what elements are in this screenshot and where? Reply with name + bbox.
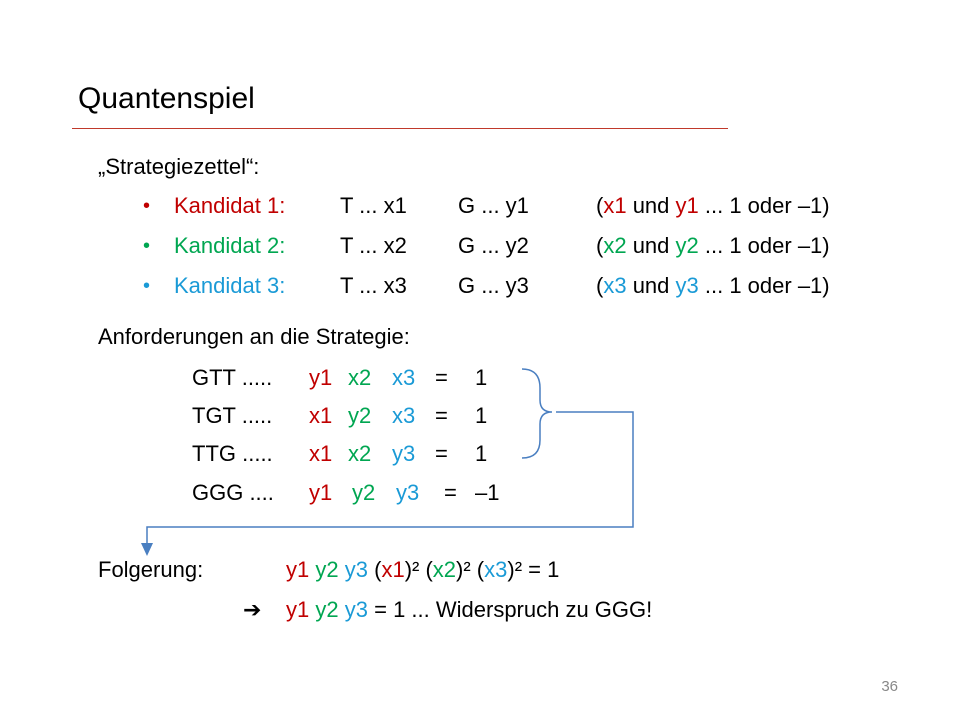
req-2-code: TGT ..... bbox=[192, 403, 273, 428]
req-2-eq: = bbox=[435, 403, 448, 428]
req-4-a: y1 bbox=[309, 480, 333, 505]
candidate-2-g: G ... y2 bbox=[458, 233, 529, 258]
req-3-code: TTG ..... bbox=[192, 441, 273, 466]
req-3-val: 1 bbox=[475, 441, 488, 466]
bullet-1: • bbox=[143, 195, 151, 217]
candidate-2-note: (x2 und y2 ... 1 oder –1) bbox=[596, 233, 830, 258]
req-1-code: GTT ..... bbox=[192, 365, 273, 390]
title-underline bbox=[72, 128, 728, 129]
candidate-1-t: T ... x1 bbox=[340, 193, 407, 218]
req-1-c: x3 bbox=[392, 365, 416, 390]
req-2-c: x3 bbox=[392, 403, 416, 428]
candidate-2-label: Kandidat 2: bbox=[174, 233, 286, 258]
candidate-2-t: T ... x2 bbox=[340, 233, 407, 258]
conclusion-line-2: y1 y2 y3 = 1 ... Widerspruch zu GGG! bbox=[286, 597, 653, 622]
req-1-val: 1 bbox=[475, 365, 488, 390]
req-2-val: 1 bbox=[475, 403, 488, 428]
req-3-c: y3 bbox=[392, 441, 416, 466]
candidate-1-g: G ... y1 bbox=[458, 193, 529, 218]
req-3-a: x1 bbox=[309, 441, 333, 466]
bullet-2: • bbox=[143, 235, 151, 257]
implies-arrow-icon: ➔ bbox=[243, 597, 262, 622]
req-2-b: y2 bbox=[348, 403, 372, 428]
conclusion-line-1: y1 y2 y3 (x1)² (x2)² (x3)² = 1 bbox=[286, 557, 560, 582]
arrowhead-shape bbox=[141, 543, 153, 556]
req-3-eq: = bbox=[435, 441, 448, 466]
intro-text: „Strategiezettel“: bbox=[98, 154, 260, 179]
req-4-val: –1 bbox=[475, 480, 500, 505]
req-1-eq: = bbox=[435, 365, 448, 390]
brace-shape bbox=[521, 368, 553, 459]
page-number: 36 bbox=[881, 678, 898, 695]
req-3-b: x2 bbox=[348, 441, 372, 466]
candidate-1-label: Kandidat 1: bbox=[174, 193, 286, 218]
req-4-b: y2 bbox=[352, 480, 376, 505]
req-4-eq: = bbox=[444, 480, 457, 505]
req-4-c: y3 bbox=[396, 480, 420, 505]
candidate-1-note: (x1 und y1 ... 1 oder –1) bbox=[596, 193, 830, 218]
page-title: Quantenspiel bbox=[78, 82, 255, 115]
req-1-b: x2 bbox=[348, 365, 372, 390]
requirements-title: Anforderungen an die Strategie: bbox=[98, 324, 410, 349]
candidate-3-g: G ... y3 bbox=[458, 273, 529, 298]
candidate-3-label: Kandidat 3: bbox=[174, 273, 286, 298]
connector-line bbox=[146, 411, 634, 547]
candidate-3-note: (x3 und y3 ... 1 oder –1) bbox=[596, 273, 830, 298]
req-2-a: x1 bbox=[309, 403, 333, 428]
candidate-3-t: T ... x3 bbox=[340, 273, 407, 298]
bullet-3: • bbox=[143, 275, 151, 297]
req-1-a: y1 bbox=[309, 365, 333, 390]
conclusion-label: Folgerung: bbox=[98, 557, 204, 582]
req-4-code: GGG .... bbox=[192, 480, 274, 505]
